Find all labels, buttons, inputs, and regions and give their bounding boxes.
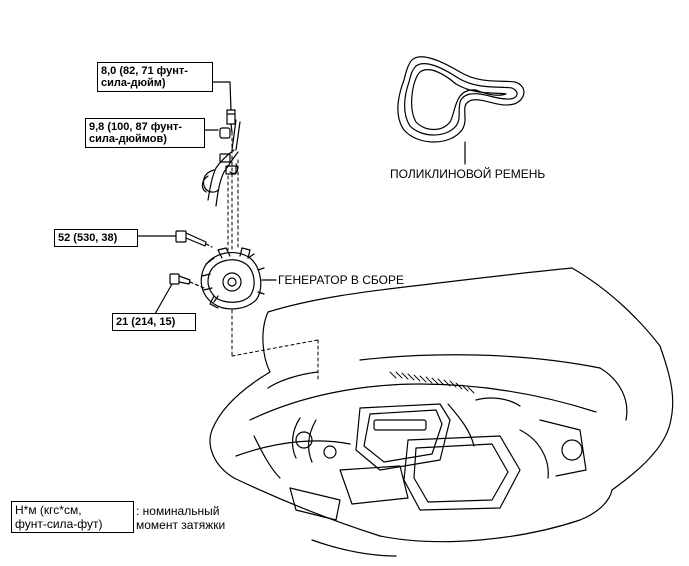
vehicle-engine-bay-drawing: [209, 267, 674, 557]
torque-callout-long-bolt: 52 (530, 38): [54, 229, 138, 247]
nut-drawing: [199, 119, 241, 151]
alternator-drawing: [200, 247, 277, 310]
guide-lines-upper: [227, 131, 239, 251]
alternator-label: ГЕНЕРАТОР В СБОРЕ: [278, 273, 404, 287]
guide-lines-lower: [231, 309, 319, 381]
short-bolt-drawing: [154, 273, 205, 315]
torque-callout-nut: 9,8 (100, 87 фунт- сила-дюймов): [85, 118, 205, 148]
wire-harness-drawing: [201, 149, 239, 207]
top-bolt-drawing: [211, 81, 236, 133]
serpentine-belt-drawing: [397, 56, 525, 143]
belt-label: ПОЛИКЛИНОВОЙ РЕМЕНЬ: [390, 167, 546, 181]
legend-unit-box: Н*м (кгс*см, фунт-сила-фут): [11, 501, 134, 533]
long-bolt-drawing: [136, 230, 213, 248]
torque-callout-short-bolt: 21 (214, 15): [112, 313, 196, 331]
torque-callout-top-bolt: 8,0 (82, 71 фунт- сила-дюйм): [97, 62, 213, 92]
legend-description: : номинальный момент затяжки: [136, 504, 226, 532]
